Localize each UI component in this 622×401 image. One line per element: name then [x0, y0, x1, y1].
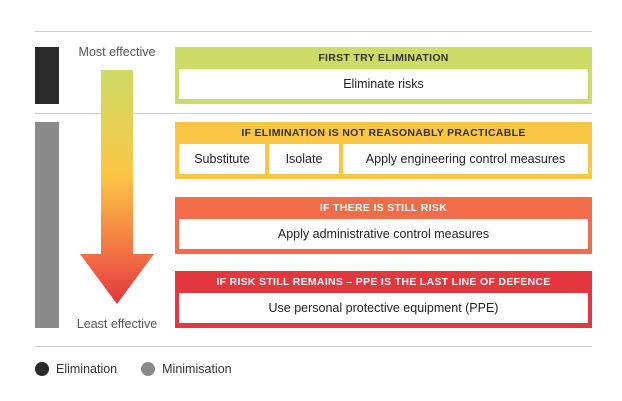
level-substitute-isolate-engineering: IF ELIMINATION IS NOT REASONABLY PRACTIC… [175, 122, 592, 179]
minimisation-dot-icon [141, 362, 156, 376]
control-box: Isolate [269, 144, 339, 174]
legend-label: Minimisation [162, 362, 232, 376]
least-effective-label: Least effective [76, 317, 158, 331]
control-box: Apply administrative control measures [179, 219, 588, 249]
bottom-divider [35, 346, 592, 347]
control-box: Eliminate risks [179, 69, 588, 99]
most-effective-label: Most effective [78, 45, 156, 59]
mid-divider [35, 113, 592, 114]
level-administrative: IF THERE IS STILL RISK Apply administrat… [175, 197, 592, 254]
level-ppe: IF RISK STILL REMAINS – PPE IS THE LAST … [175, 271, 592, 328]
level-elimination: FIRST TRY ELIMINATION Eliminate risks [175, 47, 592, 104]
legend: Elimination Minimisation [35, 362, 256, 376]
control-box: Use personal protective equipment (PPE) [179, 293, 588, 323]
legend-label: Elimination [56, 362, 118, 376]
control-box: Substitute [179, 144, 265, 174]
level-heading: FIRST TRY ELIMINATION [318, 52, 449, 64]
legend-item-minimisation: Minimisation [141, 362, 232, 376]
effectiveness-arrow [78, 70, 156, 306]
level-heading: IF THERE IS STILL RISK [319, 202, 448, 214]
top-divider [35, 31, 592, 32]
level-heading: IF ELIMINATION IS NOT REASONABLY PRACTIC… [241, 127, 526, 139]
legend-item-elimination: Elimination [35, 362, 117, 376]
level-heading: IF RISK STILL REMAINS – PPE IS THE LAST … [216, 276, 551, 288]
elimination-dot-icon [35, 362, 49, 376]
elimination-bar [35, 47, 59, 104]
minimisation-bar [35, 122, 59, 328]
control-box: Apply engineering control measures [343, 144, 588, 174]
